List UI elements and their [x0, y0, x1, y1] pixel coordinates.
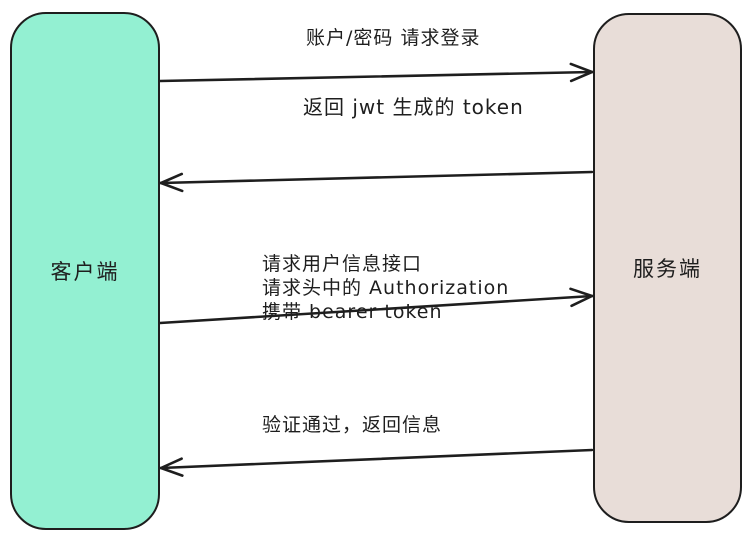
message-arrow [159, 448, 594, 477]
message-label-verified-return: 验证通过，返回信息 [262, 414, 443, 436]
server-node: 服务端 [593, 13, 742, 523]
server-node-label: 服务端 [633, 257, 702, 281]
client-node-label: 客户端 [50, 260, 120, 284]
message-label-return-token: 返回 jwt 生成的 token [303, 95, 524, 119]
message-label-login-request: 账户/密码 请求登录 [306, 27, 481, 49]
message-line-2: 请求头中的 Authorization [262, 277, 510, 299]
message-line-1: 请求用户信息接口 [262, 253, 423, 275]
client-node: 客户端 [10, 12, 160, 530]
message-line-3: 携带 bearer token [262, 301, 443, 323]
message-arrow [159, 170, 594, 193]
message-arrow [158, 62, 594, 83]
message-label-request-userinfo: 请求用户信息接口 请求头中的 Authorization 携带 bearer t… [262, 252, 509, 324]
